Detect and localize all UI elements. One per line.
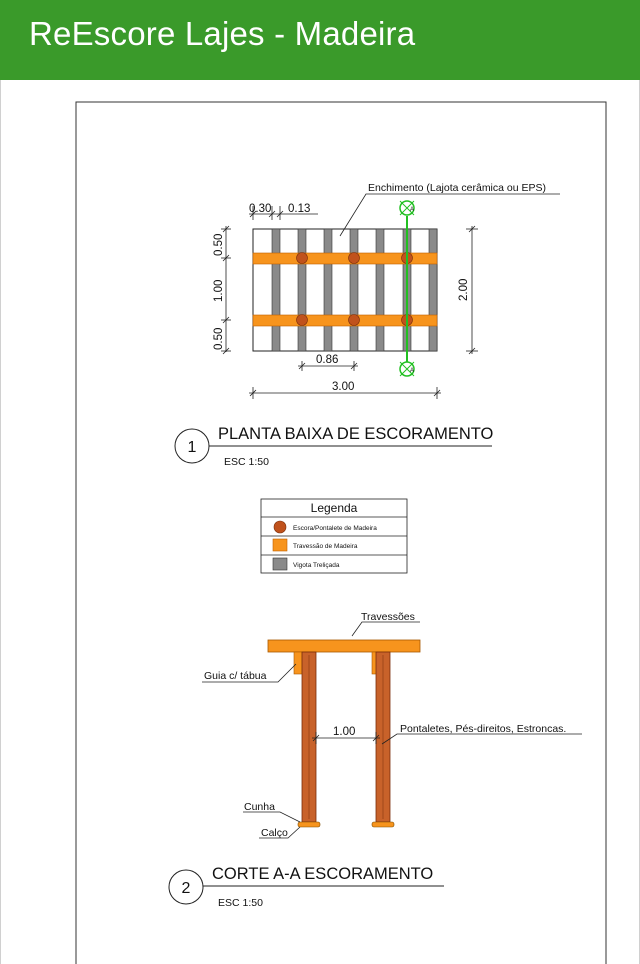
section-dim-100: 1.00: [333, 726, 355, 738]
legend-item-joist: Vigota Treliçada: [293, 562, 340, 569]
guide-board-left: [293, 651, 303, 675]
top-dimension: [249, 206, 318, 220]
crossbeam-top: [252, 252, 438, 265]
plan-title: PLANTA BAIXA DE ESCORAMENTO: [218, 425, 494, 443]
dim-030: 0.30: [249, 203, 271, 215]
joist: [375, 228, 385, 352]
wedge-right: [371, 821, 395, 828]
legend: Legenda Escora/Pontalete de Madeira Trav…: [260, 498, 408, 574]
travessoes-leader: [351, 621, 420, 637]
fill-label: Enchimento (Lajota cerâmica ou EPS): [368, 182, 546, 194]
prop: [296, 252, 308, 264]
section-view: Travessões Guia c/ tábua 1.00 Pontaletes…: [168, 611, 582, 909]
prop: [348, 252, 360, 264]
plan-view: A A Enchimento (Lajota cerâmica ou EPS) …: [174, 182, 560, 468]
cunha-leader: [243, 811, 301, 823]
bottom-dimension: [249, 387, 441, 399]
prop-circle-icon: [273, 520, 287, 534]
plan-scale: ESC 1:50: [224, 456, 269, 468]
calco-leader: [259, 826, 301, 839]
pontaletes-leader: [381, 733, 582, 745]
guia-label: Guia c/ tábua: [204, 670, 267, 682]
joist: [428, 228, 438, 352]
section-crossbeam: [267, 639, 421, 653]
legend-item-crossbeam: Travessão de Madeira: [293, 543, 358, 550]
section-number-circle: [168, 869, 204, 905]
joist-square-icon: [272, 557, 288, 571]
dim-300: 3.00: [332, 381, 354, 393]
legend-title: Legenda: [311, 501, 358, 515]
guia-leader: [202, 663, 297, 683]
app-bar: ReEscore Lajes - Madeira: [0, 0, 640, 80]
plan-number: 1: [188, 439, 197, 456]
prop: [296, 314, 308, 326]
crossbeam-square-icon: [272, 538, 288, 552]
joist: [349, 228, 359, 352]
crossbeam-bottom: [252, 314, 438, 327]
dim-086: 0.86: [316, 354, 338, 366]
fill-leader: [339, 193, 560, 237]
pontaletes-label: Pontaletes, Pés-direitos, Estroncas.: [400, 723, 566, 735]
left-dimension: [221, 225, 231, 355]
section-scale: ESC 1:50: [218, 897, 263, 909]
section-title: CORTE A-A ESCORAMENTO: [212, 865, 433, 883]
right-dimension: [466, 225, 478, 355]
joist: [271, 228, 281, 352]
travessoes-label: Travessões: [361, 611, 415, 623]
section-cut-line: [399, 200, 415, 377]
cut-mark-a-bottom: A: [410, 368, 414, 374]
calco-label: Calço: [261, 827, 288, 839]
mid-dimension: [298, 361, 358, 371]
app-title: ReEscore Lajes - Madeira: [29, 15, 416, 52]
legend-item-prop: Escora/Pontalete de Madeira: [293, 525, 377, 532]
cut-mark-a-top: A: [410, 207, 414, 213]
dim-200: 2.00: [458, 279, 470, 301]
dim-100: 1.00: [213, 280, 225, 302]
section-dimension: [312, 732, 380, 744]
joist: [297, 228, 307, 352]
cunha-label: Cunha: [244, 801, 275, 813]
dim-050-top: 0.50: [213, 234, 225, 256]
section-number: 2: [182, 880, 191, 897]
joist: [323, 228, 333, 352]
dim-050-bottom: 0.50: [213, 328, 225, 350]
wedge-left: [297, 821, 321, 828]
dim-013: 0.13: [288, 203, 310, 215]
prop: [348, 314, 360, 326]
